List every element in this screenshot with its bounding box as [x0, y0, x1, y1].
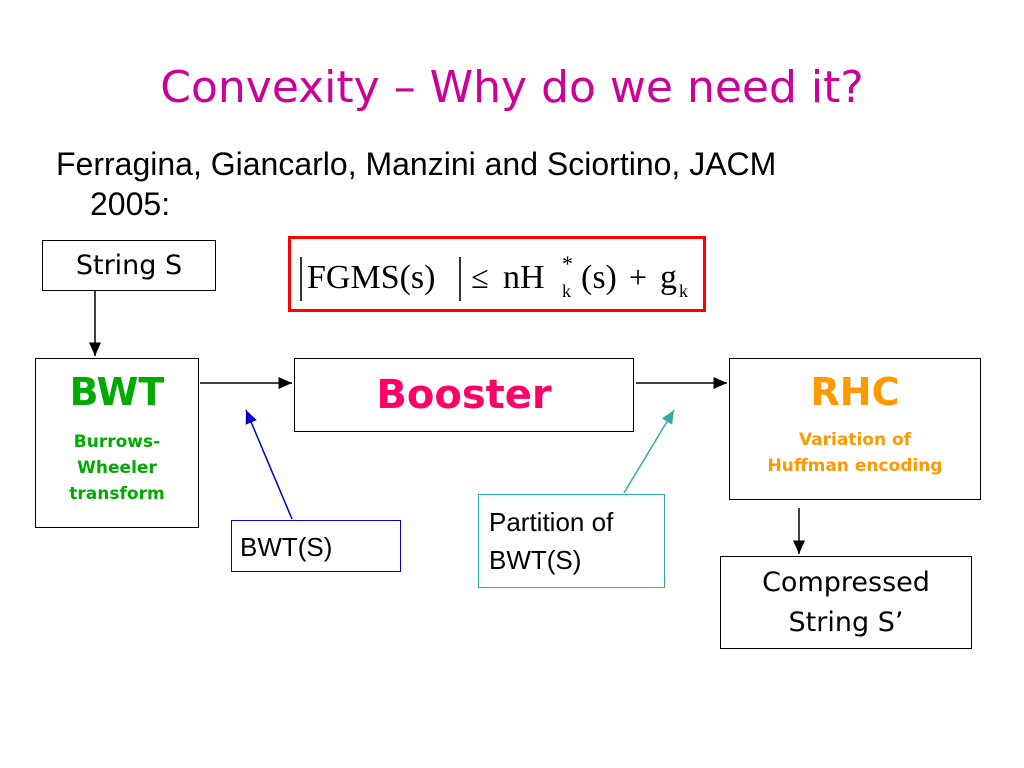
formula-subscript-k: k: [562, 281, 571, 301]
string-s-box: String S: [42, 240, 216, 291]
formula-highlight-box: FGMS(s) ≤ nH * k (s) + g k: [288, 236, 706, 312]
bwt-desc-line-1: Burrows-: [73, 432, 161, 452]
rhc-description: Variation of Huffman encoding: [730, 427, 980, 479]
bwt-s-label-box: BWT(S): [231, 520, 401, 572]
partition-label-box: Partition of BWT(S): [478, 494, 665, 588]
compressed-string-box: Compressed String S’: [720, 556, 972, 649]
compressed-line-2: String S’: [788, 607, 904, 638]
formula-plus: +: [629, 259, 647, 295]
rhc-desc-line-1: Variation of: [798, 430, 912, 450]
formula-nh: nH: [503, 259, 545, 296]
rhc-box: RHC Variation of Huffman encoding: [729, 358, 981, 500]
arrow-bwts-annotation: [245, 409, 293, 520]
formula-leq: ≤: [471, 259, 489, 295]
formula-subscript-g: k: [679, 281, 688, 301]
formula-g: g: [660, 259, 677, 296]
rhc-title: RHC: [810, 370, 900, 414]
bwt-title: BWT: [69, 370, 165, 414]
bwt-desc-line-2: Wheeler: [77, 458, 157, 478]
bwt-desc-line-3: transform: [69, 484, 165, 504]
formula-superscript: *: [562, 251, 573, 276]
bwt-box: BWT Burrows- Wheeler transform: [35, 358, 199, 528]
compressed-line-1: Compressed: [762, 567, 930, 598]
citation-line-2: 2005:: [90, 186, 171, 222]
bwt-description: Burrows- Wheeler transform: [36, 429, 198, 507]
partition-line-1: Partition of: [489, 507, 614, 537]
booster-box: Booster: [294, 358, 634, 432]
rhc-desc-line-2: Huffman encoding: [767, 456, 943, 476]
formula-lhs: FGMS(s): [307, 259, 435, 296]
formula: FGMS(s) ≤ nH * k (s) + g k: [300, 251, 688, 301]
arrow-partition-annotation: [623, 409, 675, 494]
citation: Ferragina, Giancarlo, Manzini and Sciort…: [56, 144, 986, 224]
partition-line-2: BWT(S): [489, 545, 582, 575]
formula-arg: (s): [581, 259, 617, 296]
citation-line-1: Ferragina, Giancarlo, Manzini and Sciort…: [56, 146, 777, 182]
slide-title: Convexity – Why do we need it?: [160, 62, 864, 113]
